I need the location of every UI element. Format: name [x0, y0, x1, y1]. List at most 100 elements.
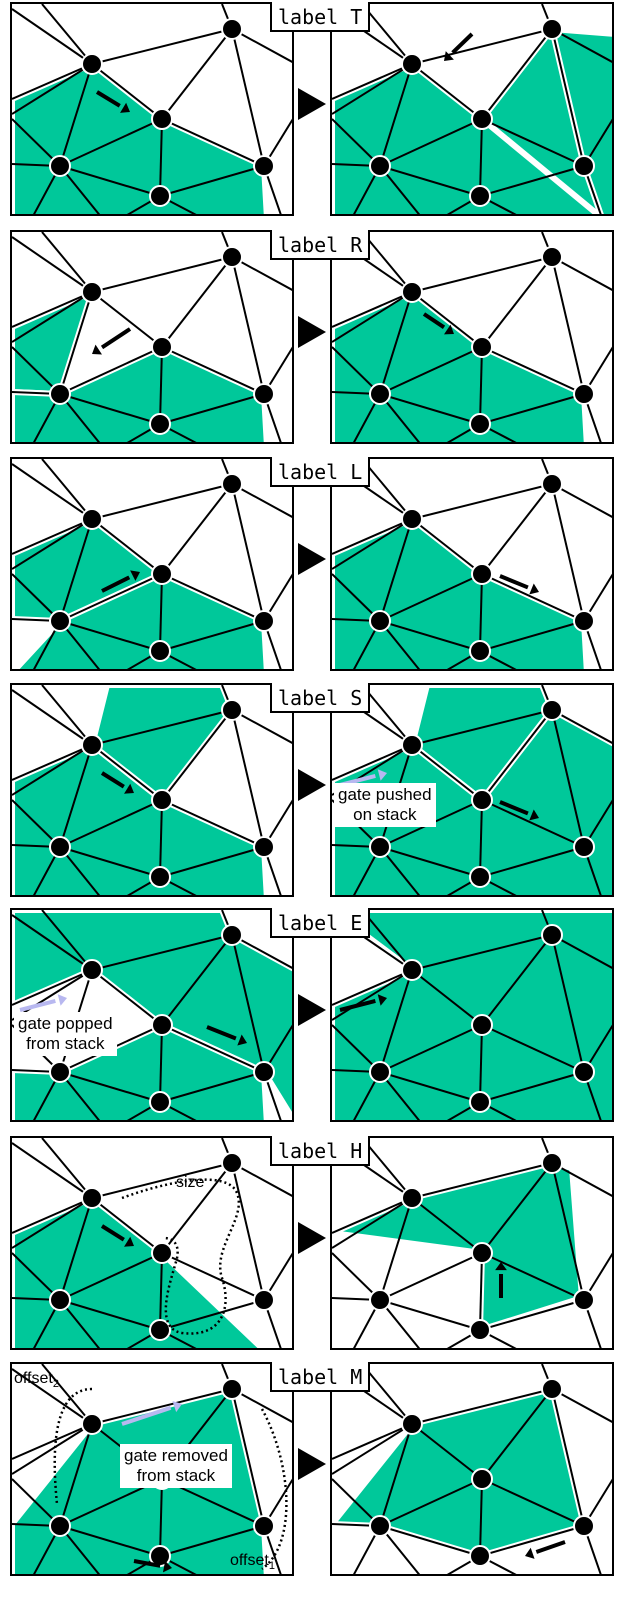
- mesh-edge: [551, 483, 612, 518]
- mesh-vertex: [221, 18, 243, 40]
- transition-arrow-icon: [298, 1222, 326, 1254]
- mesh-edge: [59, 346, 163, 395]
- mesh-edge: [159, 1252, 163, 1331]
- mesh-edge: [231, 1162, 265, 1301]
- mesh-edge: [332, 1024, 381, 1073]
- mesh-graphic: [12, 4, 292, 214]
- mesh-edge: [12, 1197, 93, 1249]
- mesh-vertex: [49, 1515, 71, 1537]
- mesh-edge: [551, 256, 585, 395]
- transition-arrow-icon: [298, 316, 326, 348]
- mesh-edge: [411, 1197, 483, 1254]
- mesh-edge: [159, 165, 265, 197]
- mesh-edge: [481, 934, 553, 1026]
- mesh-edge: [161, 1024, 265, 1073]
- gate-arrow: [499, 574, 539, 595]
- mesh-edge: [411, 1388, 553, 1425]
- mesh-edge: [379, 1071, 421, 1120]
- mesh-graphic: [332, 232, 612, 442]
- mesh-before-panel: [10, 2, 294, 216]
- op-label: label M: [270, 1362, 371, 1392]
- mesh-vertex: [471, 1468, 493, 1490]
- mesh-edge: [361, 685, 413, 746]
- mesh-vertex: [541, 924, 563, 946]
- mesh-edge: [91, 934, 233, 971]
- mesh-edge: [12, 346, 61, 395]
- mesh-edge: [551, 483, 585, 622]
- mesh-edge: [379, 118, 483, 167]
- offset1-path: [260, 1408, 288, 1571]
- mesh-edge: [59, 393, 161, 425]
- mesh-vertex: [573, 1061, 595, 1083]
- mesh-graphic: [332, 459, 612, 669]
- mesh-edge: [231, 28, 292, 63]
- mesh-edge: [12, 236, 93, 293]
- mesh-vertex: [49, 610, 71, 632]
- mesh-edge: [12, 1478, 61, 1527]
- mesh-vertex: [573, 1289, 595, 1311]
- mesh-edge: [91, 744, 163, 801]
- state-row-2: label R: [0, 230, 626, 444]
- mesh-edge: [379, 969, 413, 1073]
- mesh-edge: [551, 709, 585, 848]
- mesh-vertex: [471, 1242, 493, 1264]
- mesh-edge: [231, 256, 292, 291]
- mesh-before-panel: [10, 230, 294, 444]
- op-label: label T: [270, 2, 371, 32]
- mesh-vertex: [253, 1289, 275, 1311]
- mesh-edge: [159, 1525, 265, 1557]
- mesh-edge: [91, 1388, 233, 1425]
- mesh-vertex: [469, 866, 491, 888]
- mesh-vertex: [81, 1187, 103, 1209]
- mesh-edge: [161, 573, 265, 622]
- mesh-edge: [361, 232, 413, 293]
- mesh-edge: [231, 934, 292, 969]
- mesh-edge: [479, 1525, 585, 1557]
- mesh-vertex: [369, 383, 391, 405]
- gate-arrow: [206, 1025, 247, 1046]
- mesh-graphic: [332, 1138, 612, 1348]
- mesh-edge: [479, 846, 585, 878]
- mesh-edge: [479, 118, 483, 197]
- mesh-vertex: [541, 1152, 563, 1174]
- mesh-vertex: [253, 610, 275, 632]
- mesh-edge: [379, 1197, 413, 1301]
- mesh-vertex: [369, 836, 391, 858]
- mesh-vertex: [469, 413, 491, 435]
- mesh-vertex: [49, 1061, 71, 1083]
- mesh-vertex: [401, 1413, 423, 1435]
- mesh-vertex: [573, 155, 595, 177]
- mesh-vertex: [573, 1515, 595, 1537]
- state-row-3: label L: [0, 457, 626, 671]
- mesh-edge: [379, 393, 481, 425]
- mesh-edge: [12, 969, 93, 1021]
- mesh-edge: [332, 1423, 413, 1475]
- processed-region: [332, 1159, 586, 1335]
- mesh-edge: [332, 63, 413, 115]
- mesh-after-panel: [330, 908, 614, 1122]
- mesh-vertex: [221, 1378, 243, 1400]
- mesh-edge: [12, 291, 93, 328]
- mesh-edge: [161, 709, 233, 801]
- mesh-edge: [551, 1162, 585, 1301]
- stack-arrow: [121, 1400, 182, 1426]
- mesh-vertex: [541, 699, 563, 721]
- mesh-edge: [411, 483, 553, 520]
- mesh-edge: [411, 291, 483, 348]
- mesh-edge: [411, 1162, 553, 1199]
- mesh-vertex: [469, 185, 491, 207]
- mesh-edge: [481, 709, 553, 801]
- mesh-edge: [159, 1478, 163, 1557]
- mesh-vertex: [149, 185, 171, 207]
- size-loop: [121, 1178, 240, 1335]
- mesh-vertex: [401, 508, 423, 530]
- mesh-edge: [12, 1423, 93, 1475]
- mesh-edge: [59, 799, 163, 848]
- mesh-vertex: [369, 1289, 391, 1311]
- mesh-vertex: [369, 155, 391, 177]
- mesh-edge: [59, 291, 93, 395]
- mesh-edge: [379, 573, 483, 622]
